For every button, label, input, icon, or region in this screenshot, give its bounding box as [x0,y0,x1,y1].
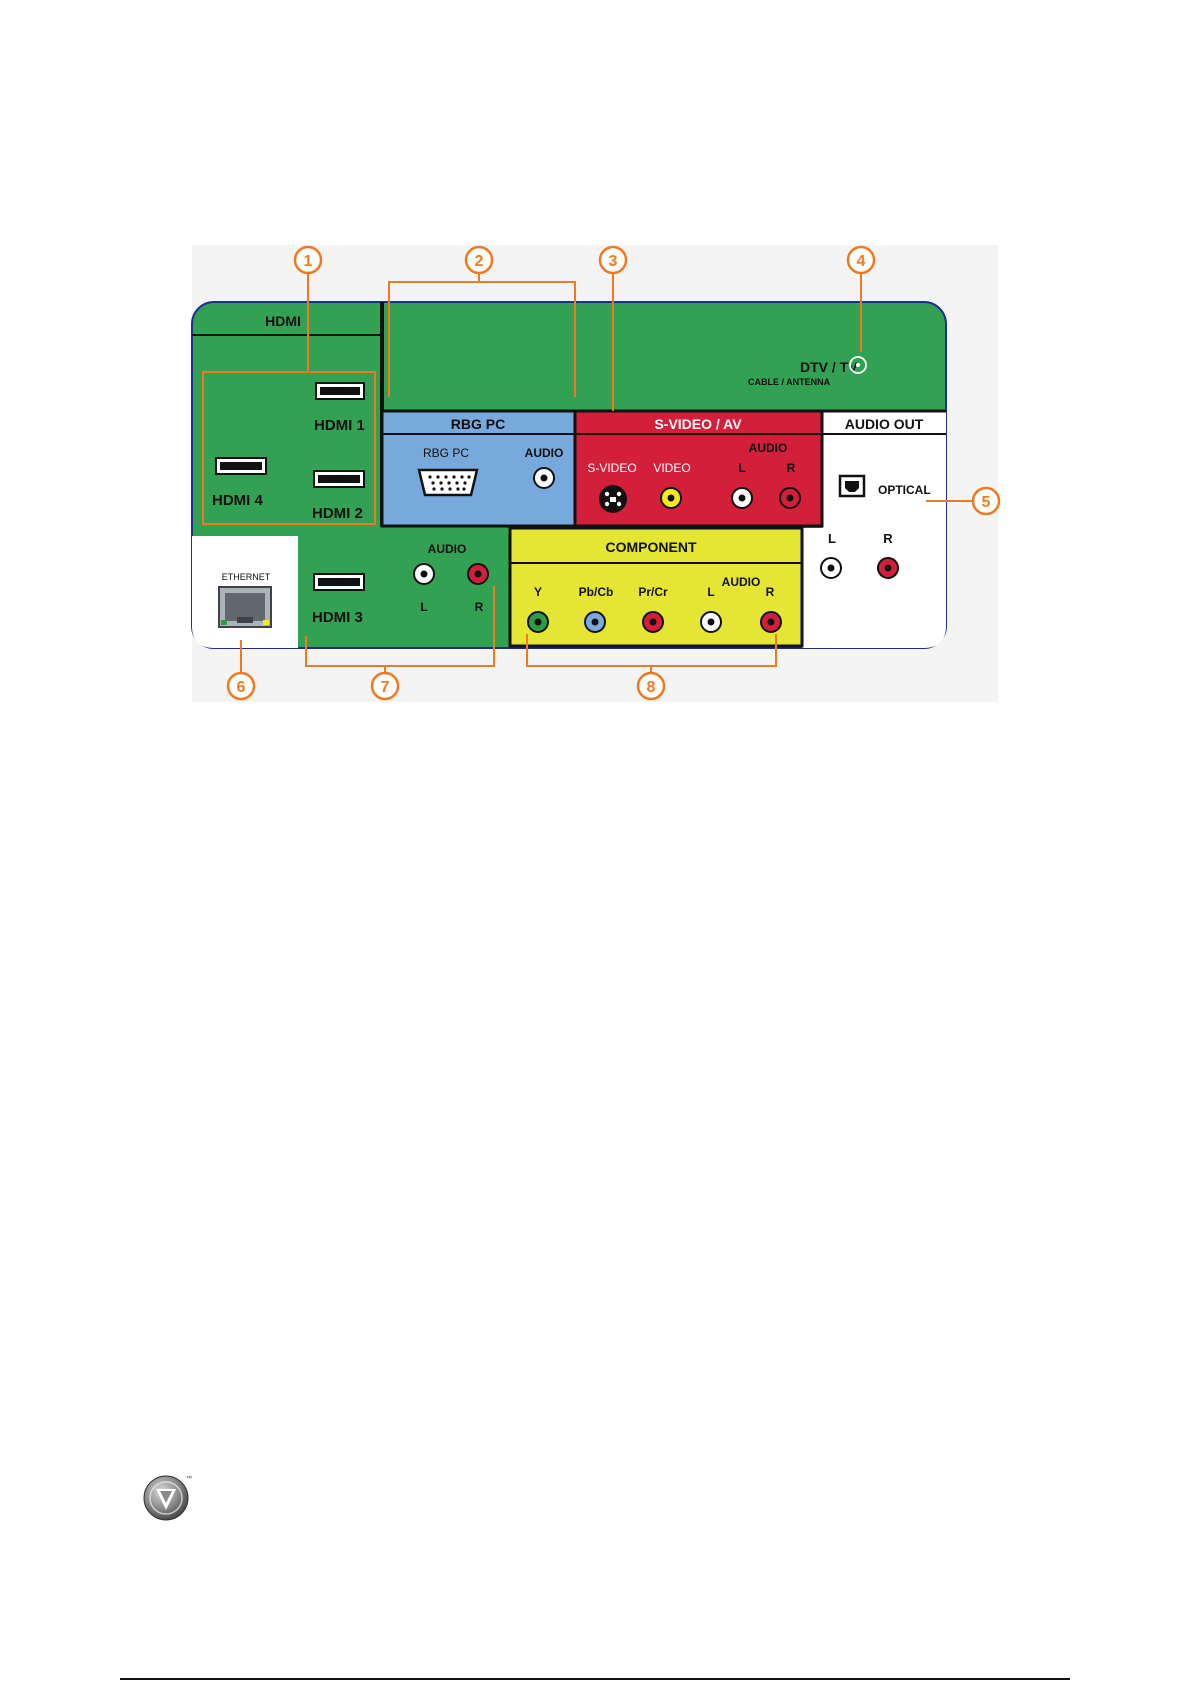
svg-text:6: 6 [237,679,246,696]
component-r-label: R [766,585,775,599]
hdmi3-audio-l-jack-icon [414,564,434,584]
audio-out-header: AUDIO OUT [845,416,924,432]
video-port-label: VIDEO [653,461,690,475]
svg-text:7: 7 [381,679,390,696]
callout-5: 5 [973,488,999,514]
svideo-jack-icon [599,485,627,513]
hdmi1-port-icon [316,383,364,399]
av-audio-l-jack-icon [732,488,752,508]
vizio-v-logo-icon: ™ [144,1475,192,1520]
av-audio-label: AUDIO [749,441,788,455]
hdmi4-label: HDMI 4 [212,492,263,509]
av-r-label: R [787,461,796,475]
component-audio-label: AUDIO [722,575,761,589]
out-r-label: R [883,531,893,546]
component-pr-jack-icon [643,612,663,632]
optical-label: OPTICAL [878,483,931,497]
callout-3: 3 [600,247,626,273]
ethernet-port-icon [219,587,271,627]
callout-6: 6 [228,673,254,699]
component-y-jack-icon [528,612,548,632]
hdmi3-audio-r-jack-icon [468,564,488,584]
hdmi-header-label: HDMI [265,313,301,329]
hdmi3-label: HDMI 3 [312,609,363,626]
callout-7: 7 [372,673,398,699]
hdmi3-port-icon [314,574,364,590]
hdmi3-r-label: R [475,600,484,614]
callout-2: 2 [466,247,492,273]
video-jack-icon [661,488,681,508]
hdmi1-label: HDMI 1 [314,417,365,434]
rgb-pc-header: RBG PC [451,416,505,432]
av-l-label: L [738,461,745,475]
hdmi2-port-icon [314,471,364,487]
out-l-label: L [828,531,836,546]
component-audio-l-jack-icon [701,612,721,632]
rgb-audio-label: AUDIO [525,446,564,460]
svg-text:1: 1 [304,253,313,270]
rgb-audio-jack-icon [534,468,554,488]
out-l-jack-icon [821,558,841,578]
component-pr-label: Pr/Cr [638,585,668,599]
trademark-mark: ™ [186,1475,192,1482]
hdmi3-l-label: L [420,600,427,614]
svg-text:2: 2 [475,253,484,270]
svg-text:4: 4 [857,253,866,270]
ethernet-label: ETHERNET [222,572,271,582]
svideo-port-label: S-VIDEO [587,461,636,475]
component-y-label: Y [534,585,542,599]
out-r-jack-icon [878,558,898,578]
svideo-av-header: S-VIDEO / AV [654,416,742,432]
svg-text:5: 5 [982,494,991,511]
page-bottom-rule [120,1678,1070,1680]
callout-4: 4 [848,247,874,273]
dtv-subtitle: CABLE / ANTENNA [748,377,831,387]
hdmi3-audio-label: AUDIO [428,542,467,556]
component-audio-r-jack-icon [761,612,781,632]
rgb-pc-port-label: RBG PC [423,446,469,460]
callout-8: 8 [638,673,664,699]
callout-1: 1 [295,247,321,273]
av-audio-r-jack-icon [780,488,800,508]
hdmi4-port-icon [216,458,266,474]
component-l-label: L [707,585,714,599]
svg-text:8: 8 [647,679,656,696]
hdmi2-label: HDMI 2 [312,505,363,522]
optical-port-icon [840,476,864,496]
component-pb-label: Pb/Cb [579,585,614,599]
component-pb-jack-icon [585,612,605,632]
audio-out-area [802,411,946,648]
svg-text:3: 3 [609,253,618,270]
vga-port-icon [419,470,477,495]
component-header: COMPONENT [606,539,697,555]
